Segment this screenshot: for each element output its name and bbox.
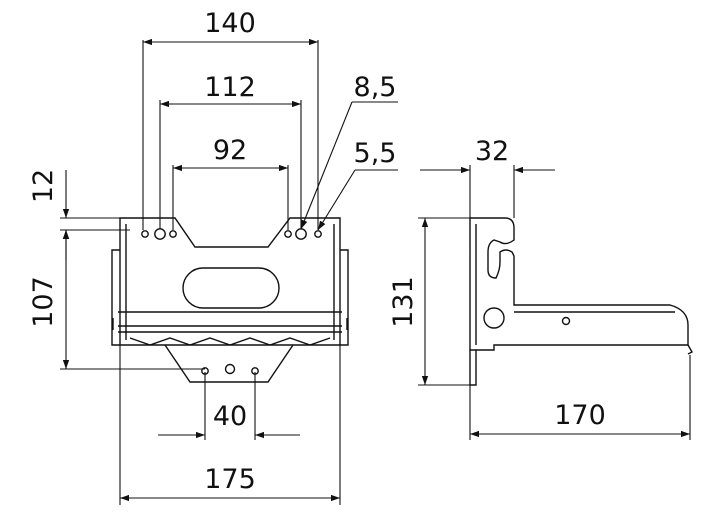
dim-label-107: 107: [28, 276, 59, 328]
dim-label-92: 92: [213, 135, 247, 166]
side-view-dimensions: [418, 165, 691, 440]
hole-small: [314, 230, 322, 238]
side-small-hole: [561, 316, 571, 326]
front-view-labels: 140 112 92 8,5 5,5 12 107 40 175: [28, 8, 396, 495]
front-view-dimensions: [60, 38, 398, 505]
dim-label-170: 170: [554, 400, 606, 431]
hole-large: [154, 228, 166, 240]
dim-label-40: 40: [213, 401, 247, 432]
dim-label-32: 32: [475, 136, 509, 167]
dim-label-175: 175: [204, 464, 256, 495]
dim-label-hole-large: 8,5: [354, 72, 397, 103]
dim-label-hole-small: 5,5: [354, 138, 397, 169]
dim-label-131: 131: [388, 276, 419, 328]
dim-label-12: 12: [28, 169, 59, 203]
hole-small: [141, 230, 149, 238]
side-view-labels: 32 131 170: [388, 136, 606, 431]
dim-label-140: 140: [204, 8, 256, 39]
hole-large: [295, 228, 307, 240]
side-pivot-hole: [483, 307, 505, 329]
dim-label-112: 112: [204, 72, 256, 103]
hole-bottom-center: [224, 363, 236, 375]
hole-small: [284, 230, 292, 238]
hole-small: [169, 230, 177, 238]
side-view-bracket: [469, 217, 693, 386]
slot-hole: [182, 267, 280, 309]
front-view-bracket: [111, 217, 349, 383]
